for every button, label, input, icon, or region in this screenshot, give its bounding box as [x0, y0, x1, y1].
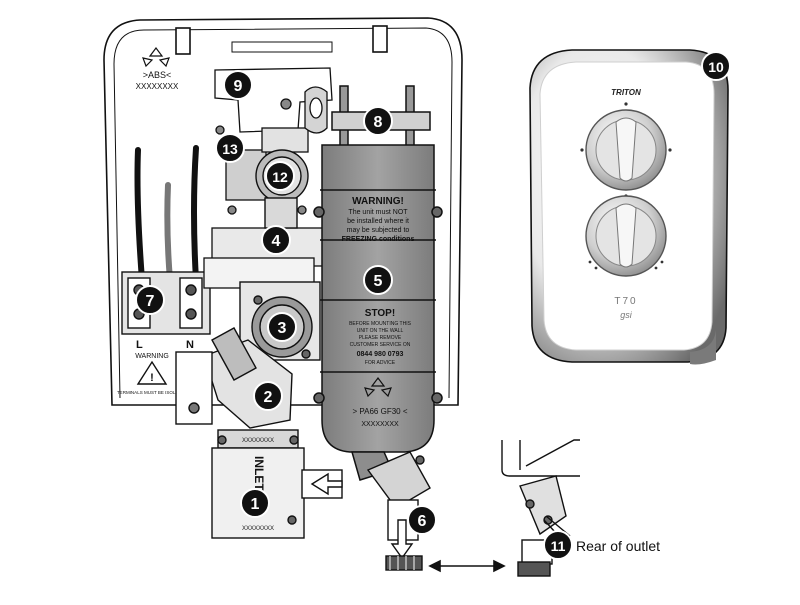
warning-sticker-small: WARNING ! TERMINALS MUST BE ISOLATED — [117, 353, 188, 395]
callout-badge — [215, 133, 245, 163]
callout-c7: 7 — [135, 285, 165, 315]
callout-badge — [407, 505, 437, 535]
callout-badge — [261, 225, 291, 255]
callout-number: 11 — [551, 538, 566, 554]
callout-number: 10 — [708, 59, 724, 75]
callout-badge — [253, 381, 283, 411]
callout-c8: 8 — [363, 106, 393, 136]
tank-stop-line3: PLEASE REMOVE — [359, 335, 402, 341]
callout-badge — [363, 265, 393, 295]
terminal-label-n: N — [186, 339, 194, 351]
callout-number: 8 — [374, 114, 383, 131]
cables — [134, 145, 199, 283]
callout-number: 6 — [418, 513, 427, 530]
power-knob — [585, 195, 667, 277]
tank-stop-phone: 0844 980 0793 — [357, 351, 404, 358]
callout-number: 2 — [264, 389, 273, 406]
inlet-code-bottom: XXXXXXXX — [242, 526, 274, 532]
tank-stop-label: STOP! BEFORE MOUNTING THIS UNIT ON THE W… — [349, 308, 412, 366]
recycle-mark-top: >ABS< XXXXXXXX — [136, 47, 179, 91]
tank-warning-label: WARNING! The unit must NOT be installed … — [342, 196, 415, 243]
callout-badge — [240, 488, 270, 518]
tank-warning-title: WARNING! — [352, 196, 404, 207]
callout-c1: 1 — [240, 488, 270, 518]
inlet-code-top: XXXXXXXX — [242, 438, 274, 444]
rear-outlet-label: Rear of outlet — [576, 538, 660, 554]
callout-number: 4 — [272, 233, 281, 250]
temperature-knob — [580, 102, 672, 198]
callout-number: 1 — [251, 496, 260, 513]
callout-badge — [267, 312, 297, 342]
front-cover: TRITON T70 gsi — [529, 49, 729, 365]
tank-warning-line1: The unit must NOT — [348, 209, 408, 216]
callout-badge — [363, 106, 393, 136]
inlet-label: INLET — [252, 456, 266, 491]
tank-stop-title: STOP! — [365, 308, 395, 319]
callout-number: 9 — [234, 78, 243, 95]
callout-number: 3 — [278, 320, 287, 337]
inlet-valve: XXXXXXXX INLET XXXXXXXX — [211, 429, 343, 539]
callout-badge — [135, 285, 165, 315]
callout-number: 12 — [272, 169, 288, 185]
tank-stop-line5: FOR ADVICE — [365, 360, 396, 366]
callout-badge — [223, 70, 253, 100]
callout-c5: 5 — [363, 265, 393, 295]
callout-c3: 3 — [267, 312, 297, 342]
cover-signature: gsi — [620, 310, 633, 320]
cover-brand: TRITON — [611, 88, 641, 97]
callout-c11: 11 — [543, 530, 573, 560]
tank-material: > PA66 GF30 < — [353, 407, 408, 416]
tank-stop-line2: UNIT ON THE WALL — [357, 328, 404, 334]
svg-text:!: ! — [150, 372, 154, 384]
callout-c12: 12 — [265, 161, 295, 191]
tank-warning-line3: may be subjected to — [347, 227, 410, 234]
tank-stop-line1: BEFORE MOUNTING THIS — [349, 321, 412, 327]
tank-code: XXXXXXXX — [361, 421, 399, 428]
callout-c2: 2 — [253, 381, 283, 411]
warning-small-body: TERMINALS MUST BE ISOLATED — [117, 390, 188, 395]
callout-badge — [701, 51, 731, 81]
abs-code: XXXXXXXX — [136, 82, 179, 91]
callout-number: 13 — [222, 141, 238, 157]
connector-arrow — [428, 559, 506, 573]
tank-recycle-mark: > PA66 GF30 < XXXXXXXX — [353, 377, 408, 428]
callout-c10: 10 — [701, 51, 731, 81]
warning-small-title: WARNING — [135, 353, 169, 360]
callout-c4: 4 — [261, 225, 291, 255]
callout-c6: 6 — [407, 505, 437, 535]
tank-warning-line4: FREEZING conditions — [342, 236, 415, 243]
outlet-assembly — [366, 451, 431, 571]
callout-badge — [265, 161, 295, 191]
callout-c13: 13 — [215, 133, 245, 163]
abs-mark: >ABS< — [143, 70, 172, 80]
callout-badge — [543, 530, 573, 560]
callout-c9: 9 — [223, 70, 253, 100]
rear-outlet-inset — [501, 439, 580, 577]
callout-number: 5 — [374, 273, 383, 290]
cover-model: T70 — [614, 296, 637, 307]
tank-stop-line4: CUSTOMER SERVICE ON — [350, 342, 411, 348]
terminal-label-l: L — [136, 339, 143, 351]
callout-number: 7 — [146, 293, 155, 310]
tank-warning-line2: be installed where it — [347, 218, 409, 225]
